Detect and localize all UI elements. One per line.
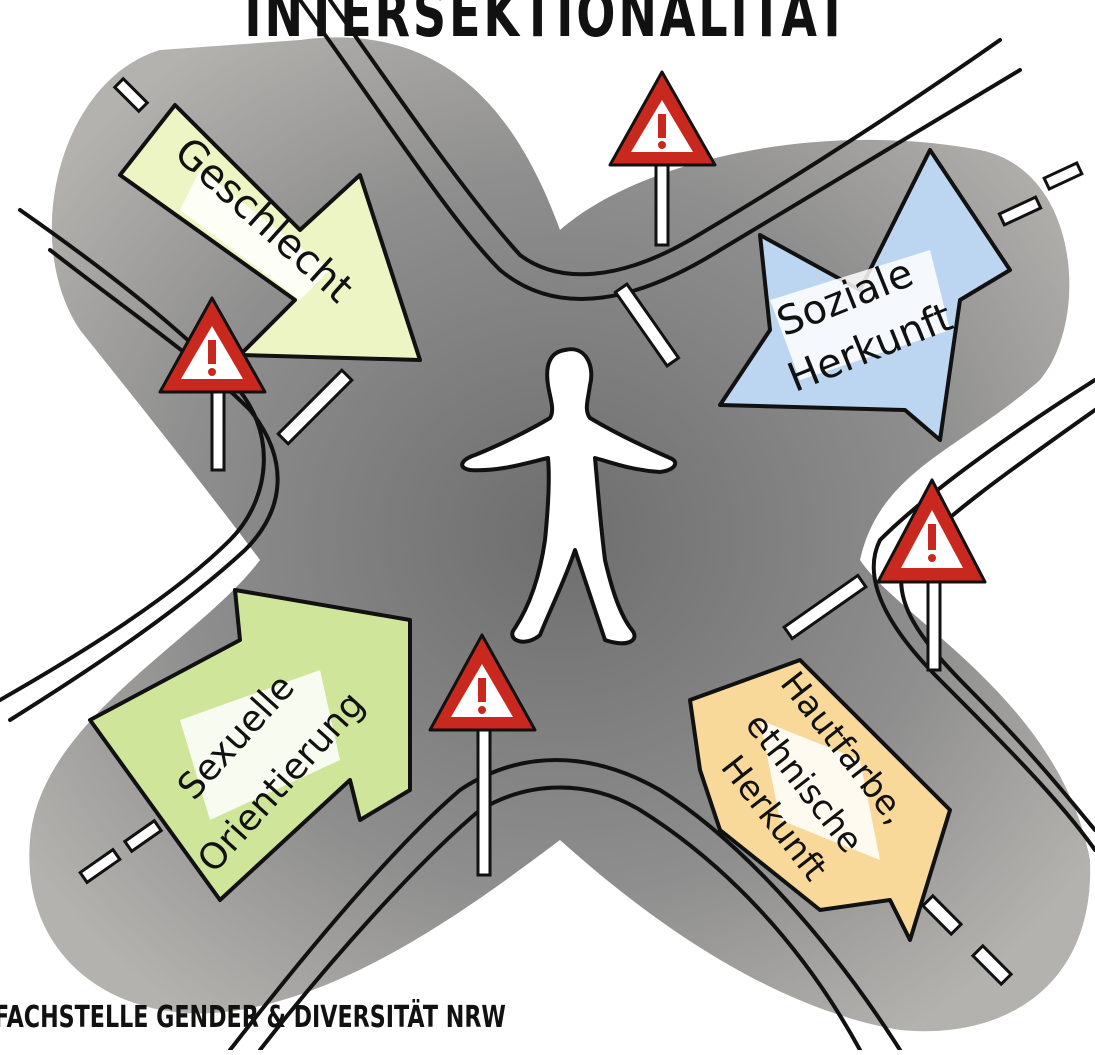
page-title: INTERSEKTIONALITÄT — [244, 0, 851, 52]
warning-sign-right — [876, 478, 987, 672]
warning-sign-top — [608, 70, 717, 247]
warning-sign-bottom — [428, 633, 537, 877]
arrow-hautfarbe: Hautfarbe, ethnische Herkunft — [688, 658, 952, 942]
arrow-soziale-herkunft: Soziale Herkunft — [718, 148, 1012, 442]
warning-sign-left — [158, 296, 267, 472]
footer-organization: FACHSTELLE GENDER & DIVERSITÄT NRW — [0, 1000, 506, 1035]
person-figure — [460, 347, 678, 646]
lane-markings — [78, 76, 1084, 987]
